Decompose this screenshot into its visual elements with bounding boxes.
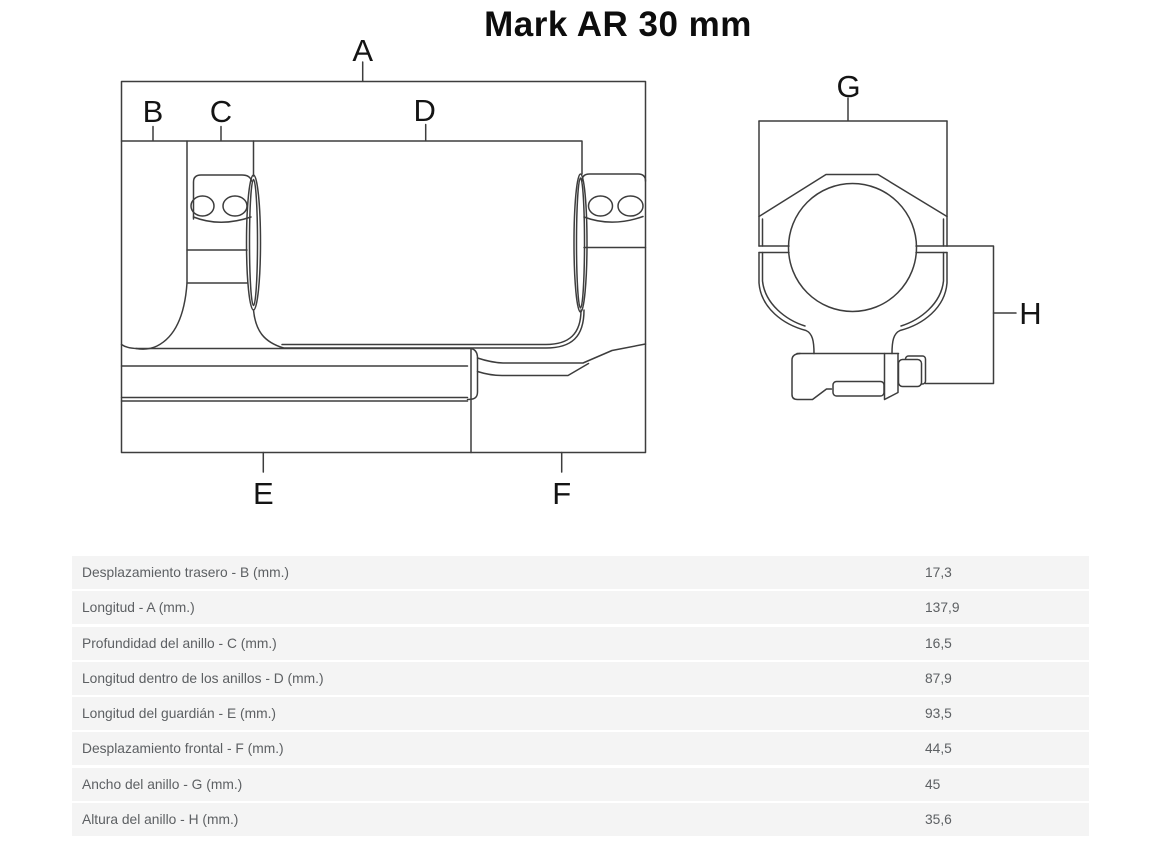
dimension-ticks <box>152 61 849 473</box>
spec-value: 44,5 <box>925 741 952 757</box>
spec-value: 35,6 <box>925 812 952 828</box>
spec-label: Longitud dentro de los anillos - D (mm.) <box>82 670 324 686</box>
table-row: Longitud del guardián - E (mm.) 93,5 <box>72 697 1089 731</box>
spec-value: 137,9 <box>925 600 960 616</box>
table-row: Longitud - A (mm.) 137,9 <box>72 591 1089 625</box>
dimension-label-a: A <box>352 33 373 68</box>
dimension-label-c: C <box>210 94 232 129</box>
table-row: Altura del anillo - H (mm.) 35,6 <box>72 803 1089 837</box>
spec-label: Longitud - A (mm.) <box>82 600 195 616</box>
dimension-label-g: G <box>836 69 860 104</box>
dimension-label-e: E <box>253 476 274 511</box>
table-row: Ancho del anillo - G (mm.) 45 <box>72 767 1089 801</box>
spec-value: 17,3 <box>925 565 952 580</box>
table-row: Longitud dentro de los anillos - D (mm.)… <box>72 661 1089 695</box>
spec-value: 93,5 <box>925 706 952 722</box>
spec-value: 45 <box>925 776 941 792</box>
spec-label: Desplazamiento trasero - B (mm.) <box>82 565 290 580</box>
spec-label: Altura del anillo - H (mm.) <box>82 812 239 828</box>
spec-label: Longitud del guardián - E (mm.) <box>82 706 277 722</box>
dimension-label-h: H <box>1019 296 1041 331</box>
spec-table: Desplazamiento trasero - B (mm.) 17,3 Lo… <box>72 556 1089 838</box>
front-view-drawing <box>758 120 1017 401</box>
dimension-label-f: F <box>552 476 571 511</box>
page-title: Mark AR 30 mm <box>484 5 752 44</box>
spec-label: Ancho del anillo - G (mm.) <box>82 776 243 792</box>
table-row: Desplazamiento frontal - F (mm.) 44,5 <box>72 732 1089 766</box>
side-view-drawing <box>120 80 647 454</box>
table-row: Profundidad del anillo - C (mm.) 16,5 <box>72 626 1089 660</box>
dimension-label-b: B <box>143 94 164 129</box>
technical-drawing: A B C D E F G H <box>120 33 1042 511</box>
spec-label: Profundidad del anillo - C (mm.) <box>82 635 277 651</box>
spec-label: Desplazamiento frontal - F (mm.) <box>82 741 284 757</box>
spec-value: 87,9 <box>925 670 952 686</box>
table-row: Desplazamiento trasero - B (mm.) 17,3 <box>72 556 1089 589</box>
dimension-label-d: D <box>414 93 436 128</box>
spec-value: 16,5 <box>925 635 952 651</box>
